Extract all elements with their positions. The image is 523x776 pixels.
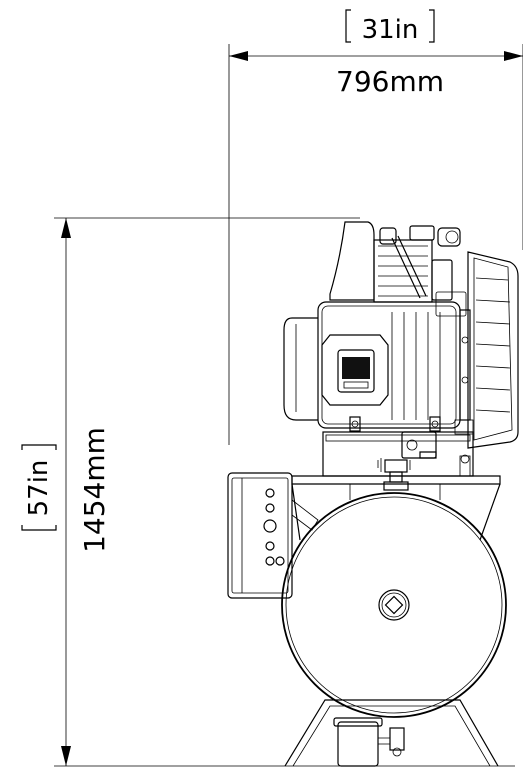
height-arrow-top — [61, 218, 71, 238]
air-tank — [281, 492, 507, 718]
pump-head — [329, 221, 467, 317]
motor-housing — [283, 301, 461, 432]
height-dimension: 57in 1454mm — [21, 217, 515, 767]
width-mm-label: 796mm — [336, 65, 444, 98]
height-inches-label: 57in — [24, 460, 54, 517]
height-arrow-bottom — [61, 746, 71, 766]
motor-mount-plate — [322, 431, 474, 491]
height-inch-bracket — [21, 444, 57, 531]
width-dimension: 31in 796mm — [228, 9, 523, 445]
height-mm-label: 1454mm — [78, 427, 111, 553]
intake-filter-box — [227, 472, 319, 599]
width-arrow-left — [229, 51, 248, 61]
tank-fitting — [378, 589, 410, 621]
fan-guard — [454, 251, 519, 449]
width-inches-label: 31in — [362, 15, 419, 45]
width-arrow-right — [504, 51, 523, 61]
compressor-unit — [227, 221, 519, 767]
tank-stand — [284, 699, 499, 767]
width-inch-bracket — [345, 9, 435, 43]
tank-support-saddle — [291, 475, 501, 541]
